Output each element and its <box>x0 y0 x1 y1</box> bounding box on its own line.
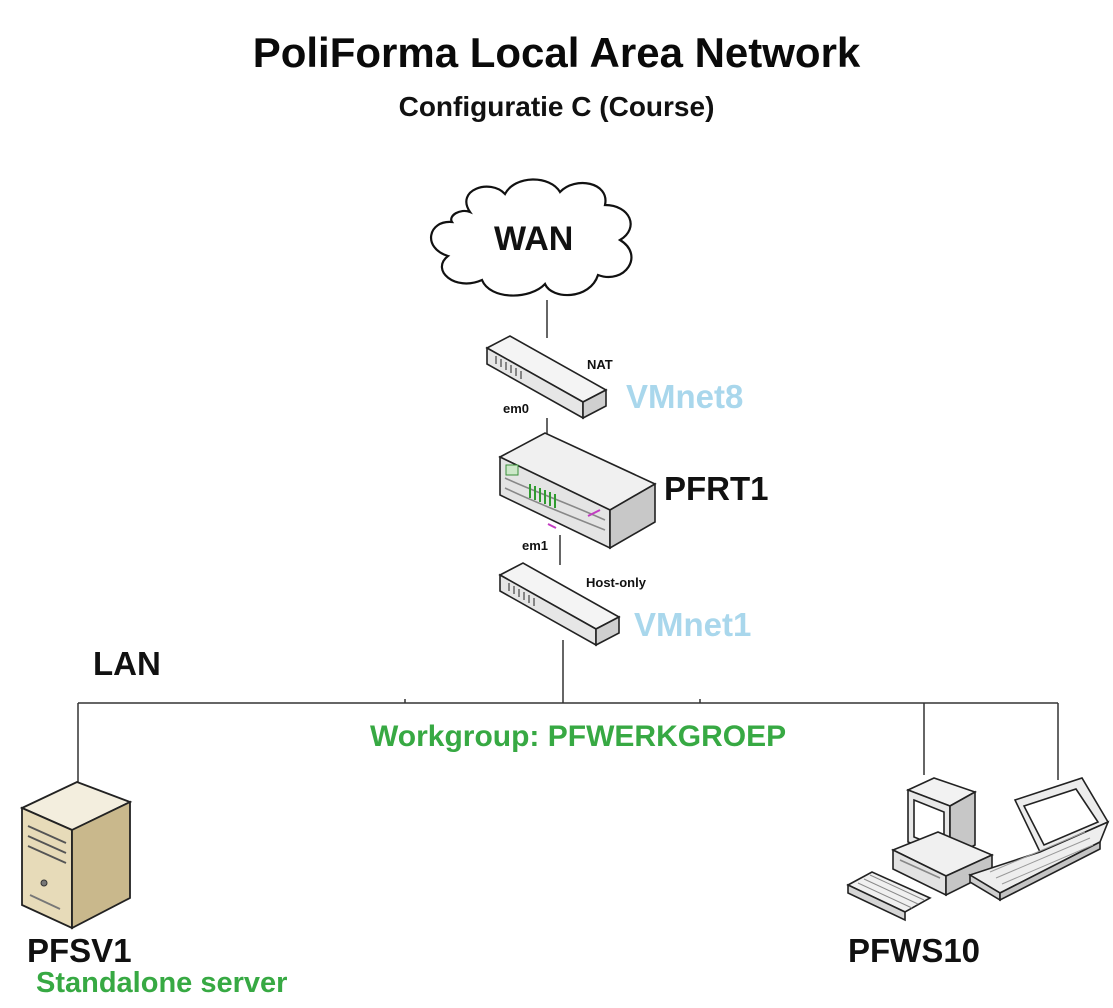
workstation-name-label: PFWS10 <box>848 932 981 969</box>
router-name-label: PFRT1 <box>664 470 769 507</box>
laptop-icon <box>968 777 1110 902</box>
page-title: PoliForma Local Area Network <box>252 29 861 76</box>
vmnet1-label: VMnet1 <box>634 606 752 643</box>
em0-interface-label: em0 <box>503 401 530 416</box>
desktop-computer-icon <box>846 777 994 922</box>
server-name-label: PFSV1 <box>27 932 132 969</box>
hostonly-port-label: Host-only <box>586 575 646 590</box>
hostonly-switch-icon <box>498 562 621 647</box>
connection-lines <box>77 300 1059 790</box>
workgroup-label: Workgroup: PFWERKGROEP <box>370 720 787 753</box>
nat-port-label: NAT <box>587 357 613 372</box>
lan-label: LAN <box>93 645 161 682</box>
em1-interface-label: em1 <box>522 538 549 553</box>
wan-cloud-icon <box>429 178 633 297</box>
nat-switch-icon <box>485 335 608 420</box>
page-subtitle: Configuratie C (Course) <box>398 91 715 122</box>
wan-label: WAN <box>494 220 574 258</box>
vmnet8-label: VMnet8 <box>626 378 744 415</box>
server-icon <box>19 781 133 930</box>
server-role-label: Standalone server <box>36 967 288 999</box>
router-icon <box>498 432 657 550</box>
